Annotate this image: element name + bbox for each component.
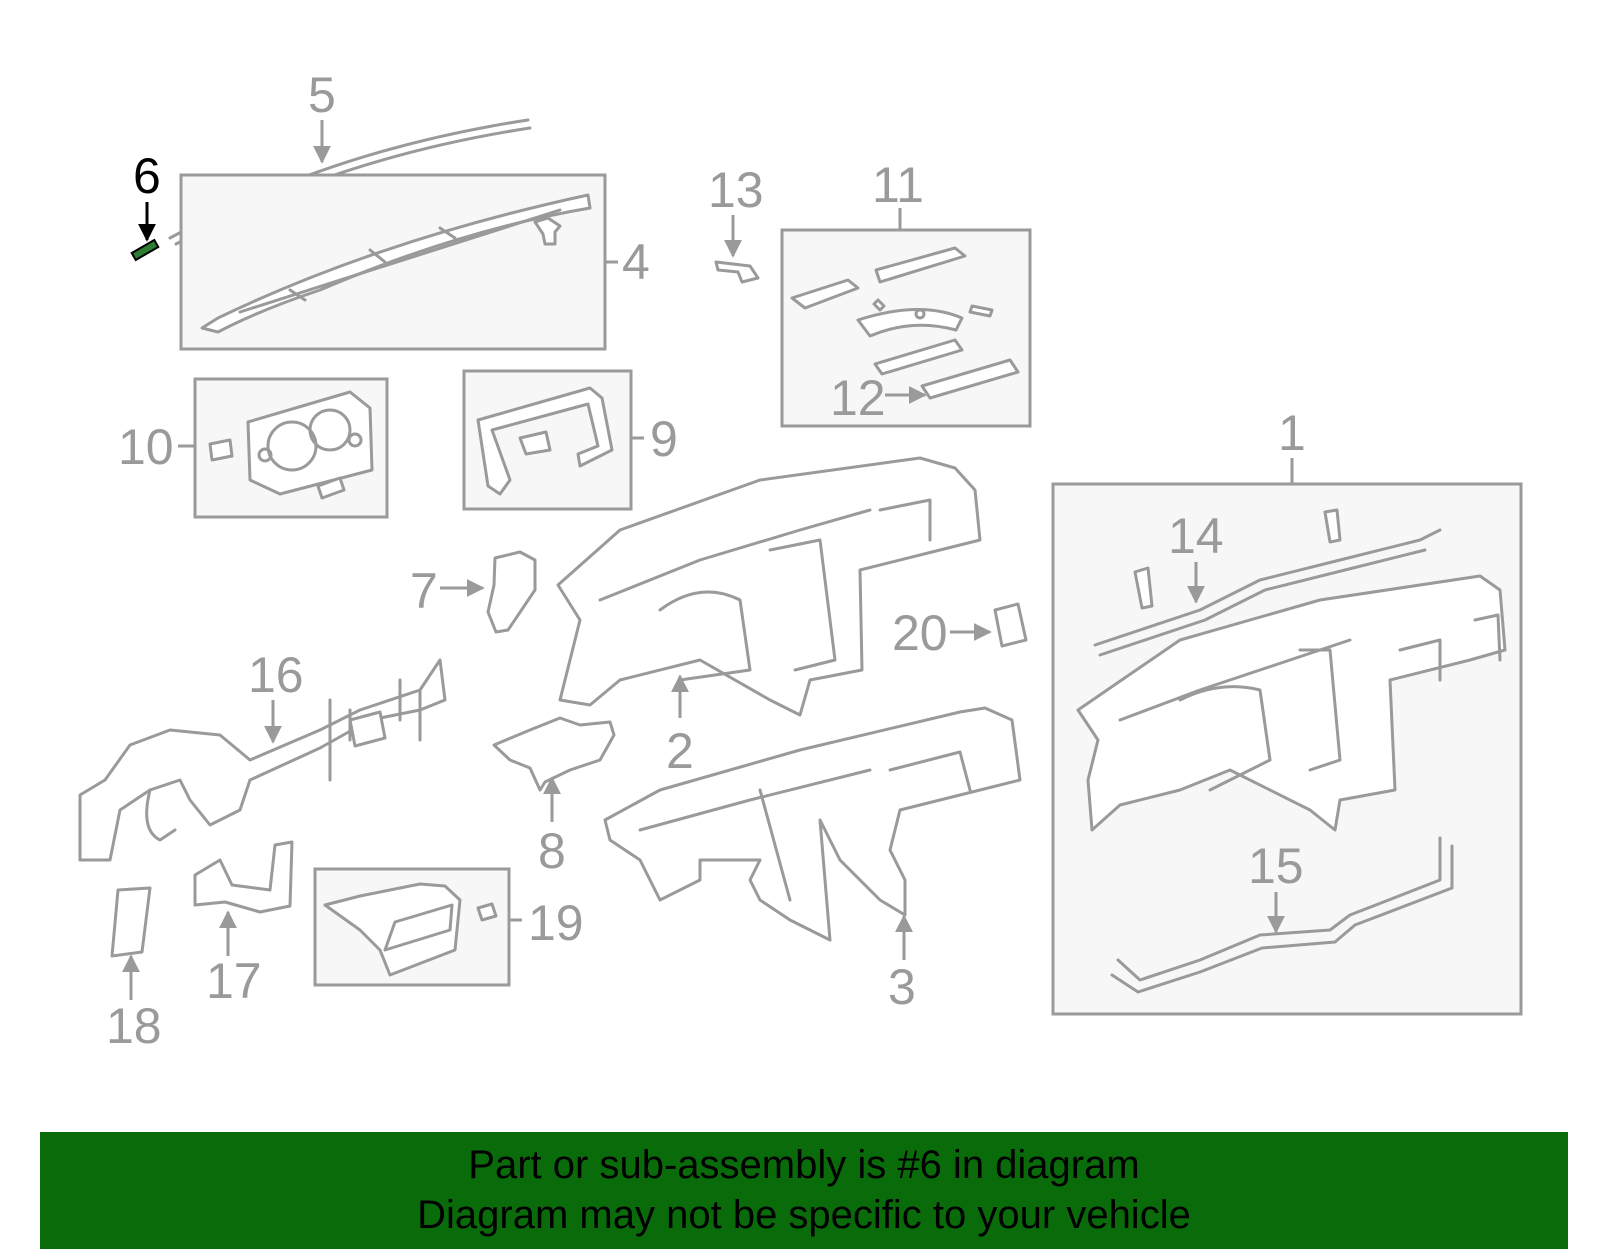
part-19-glove-box[interactable]: [323, 882, 498, 977]
callout-4: 4: [622, 234, 650, 290]
callout-10: 10: [118, 419, 174, 475]
callout-19: 19: [528, 895, 584, 951]
callout-16: 16: [248, 647, 304, 703]
callout-9: 9: [650, 411, 678, 467]
callout-14: 14: [1168, 508, 1224, 564]
part-6-clip-highlighted[interactable]: [130, 238, 160, 262]
info-banner: Part or sub-assembly is #6 in diagram Di…: [40, 1132, 1568, 1249]
callout-8: 8: [538, 823, 566, 879]
callout-15: 15: [1248, 838, 1304, 894]
banner-line-2: Diagram may not be specific to your vehi…: [417, 1193, 1191, 1237]
callout-17: 17: [206, 953, 262, 1009]
callout-2: 2: [666, 723, 694, 779]
callout-20: 20: [892, 605, 948, 661]
callout-6: 6: [133, 148, 161, 204]
callout-13: 13: [708, 162, 764, 218]
callout-18: 18: [106, 998, 162, 1054]
callout-12: 12: [830, 370, 886, 426]
banner-line-1: Part or sub-assembly is #6 in diagram: [468, 1143, 1140, 1187]
box-11: [780, 228, 1032, 428]
part-16-cross-beam[interactable]: [78, 658, 447, 862]
callout-5: 5: [308, 67, 336, 123]
callout-1: 1: [1278, 405, 1306, 461]
part-14-seal[interactable]: [1093, 508, 1442, 657]
callout-11: 11: [872, 157, 924, 213]
part-13-clip[interactable]: [714, 260, 760, 284]
callout-3: 3: [888, 959, 916, 1015]
part-4-defroster-grille[interactable]: [200, 193, 592, 334]
part-20-switch[interactable]: [993, 602, 1028, 648]
callout-7: 7: [410, 563, 438, 619]
part-17-brace[interactable]: [193, 840, 294, 914]
part-1-ip-assembly[interactable]: [1076, 574, 1507, 832]
part-10-cluster-bezel[interactable]: [208, 390, 374, 500]
part-9-trim-bezel[interactable]: [476, 386, 614, 496]
part-8-bracket[interactable]: [492, 716, 616, 792]
part-11-vent-ducts[interactable]: [790, 246, 1020, 400]
part-7-side-trim[interactable]: [486, 550, 537, 634]
part-2-ip-panel[interactable]: [556, 456, 982, 717]
part-3-ip-carrier[interactable]: [603, 706, 1022, 942]
part-15-lower-seal[interactable]: [1110, 836, 1454, 994]
part-18-filler[interactable]: [110, 886, 152, 958]
